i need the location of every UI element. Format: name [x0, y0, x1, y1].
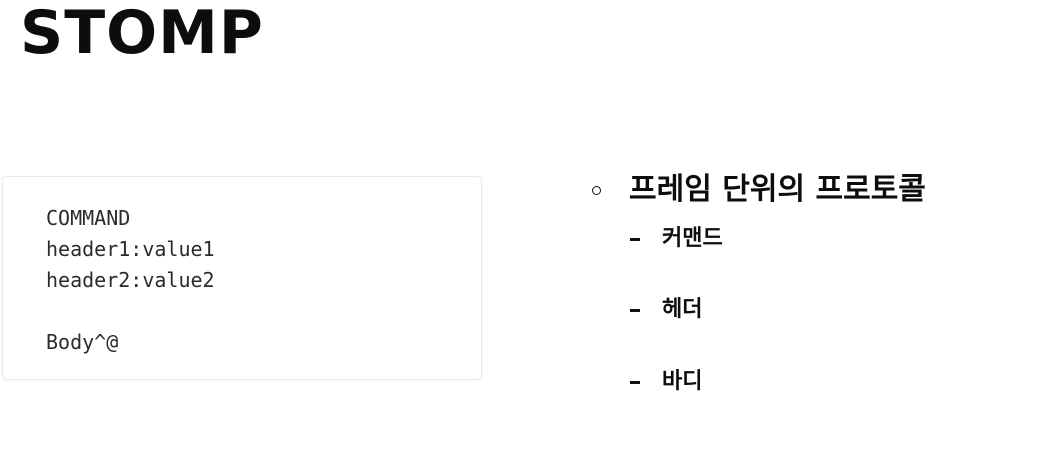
bullet-main: 프레임 단위의 프로토콜 — [592, 170, 926, 210]
code-text: COMMAND header1:value1 header2:value2 Bo… — [46, 203, 215, 358]
sub-bullet-text: 커맨드 — [662, 226, 723, 251]
sub-bullet-body: 바디 — [630, 367, 702, 397]
bullet-main-text: 프레임 단위의 프로토콜 — [629, 172, 926, 207]
circle-bullet-icon — [592, 185, 601, 195]
code-line: COMMAND — [46, 206, 131, 230]
sub-bullet-text: 헤더 — [662, 297, 703, 322]
sub-bullet-text: 바디 — [662, 369, 703, 394]
code-line: header1:value1 — [46, 237, 215, 261]
dash-icon — [630, 308, 640, 312]
code-line: header2:value2 — [46, 268, 215, 292]
dash-icon — [630, 237, 640, 241]
code-block: COMMAND header1:value1 header2:value2 Bo… — [2, 176, 482, 380]
code-line: Body^@ — [46, 330, 119, 354]
slide-title: STOMP — [20, 0, 264, 68]
dash-icon — [630, 380, 640, 384]
sub-bullet-header: 헤더 — [630, 295, 702, 325]
sub-bullet-command: 커맨드 — [630, 224, 723, 254]
